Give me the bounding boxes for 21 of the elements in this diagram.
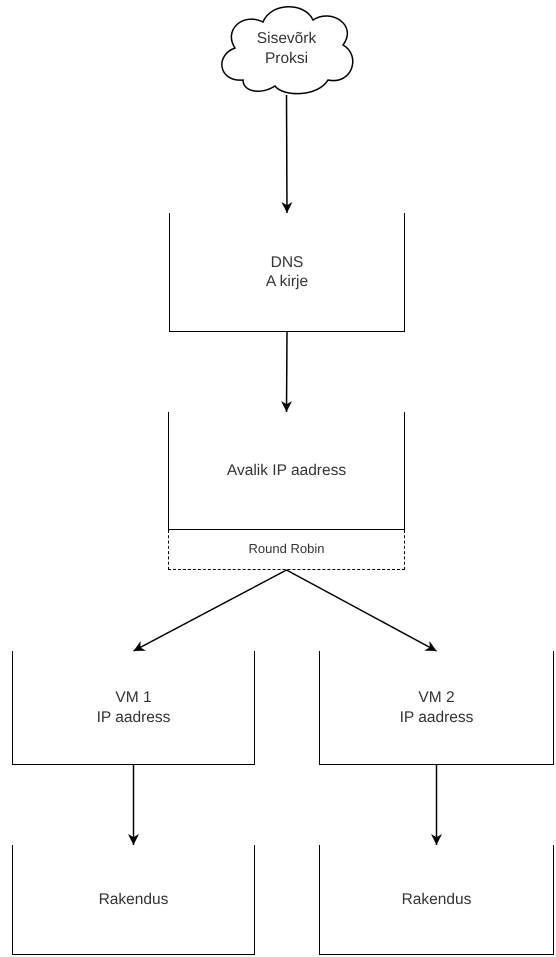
arrow [286, 569, 437, 652]
process-box [168, 412, 405, 530]
node-label: DNS A kirje [266, 252, 308, 292]
arrow [281, 95, 292, 213]
process-box [169, 213, 405, 332]
arrow [281, 332, 292, 412]
node-label: VM 1 IP aadress [96, 688, 170, 727]
arrow [431, 765, 442, 845]
node-label: VM 2 IP aadress [400, 688, 474, 727]
process-box [319, 845, 554, 955]
arrow [133, 569, 287, 652]
node-label: Round Robin [248, 541, 324, 558]
dashed-box [168, 530, 405, 570]
process-box [319, 651, 554, 765]
node-label: Rakendus [98, 890, 168, 910]
arrow [128, 765, 139, 845]
process-box [12, 651, 255, 765]
node-label: Rakendus [402, 890, 472, 910]
node-label: Avalik IP aadress [226, 460, 346, 480]
process-box [12, 845, 255, 955]
node-label: Sisevõrk Proksi [256, 29, 316, 68]
